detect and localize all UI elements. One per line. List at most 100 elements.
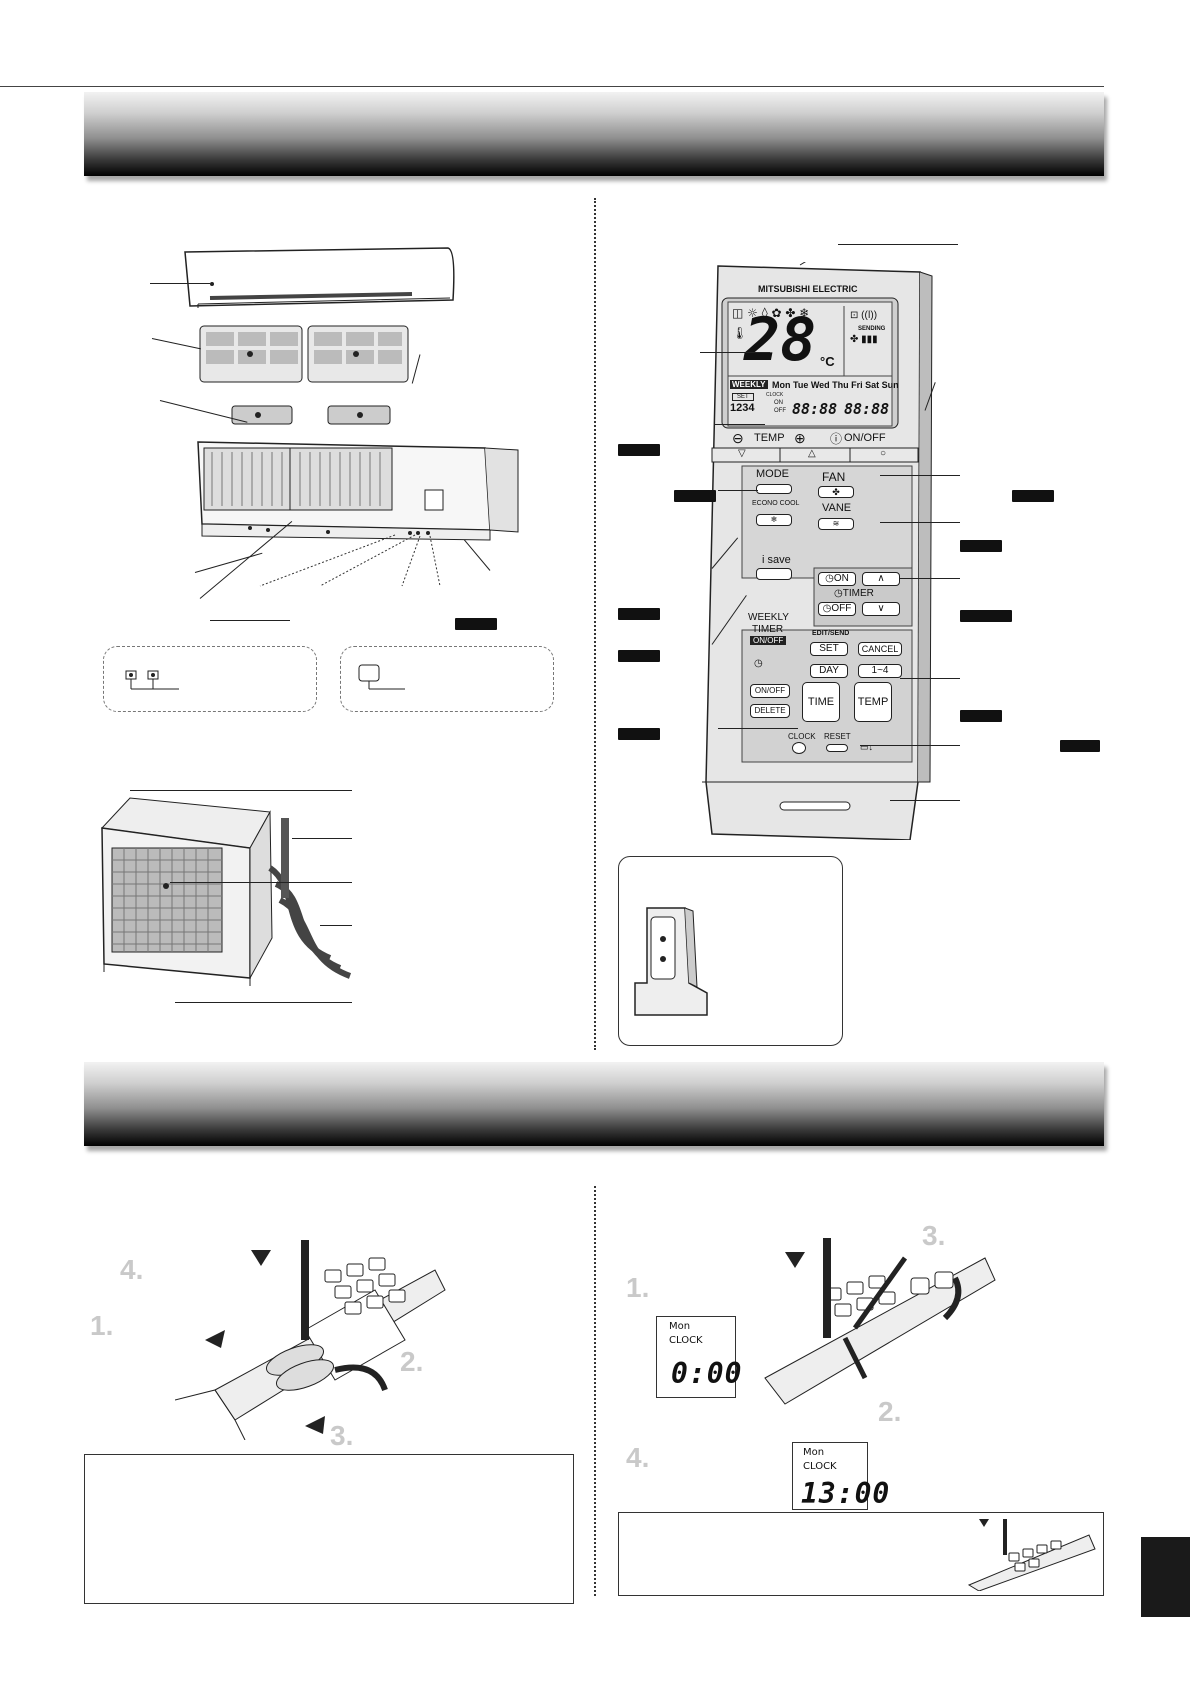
remote-holder-icon	[634, 907, 708, 1016]
temp-plus-icon: ⊕	[794, 430, 806, 446]
section-banner-parts	[84, 92, 1104, 176]
battery-step-2: 2.	[400, 1346, 424, 1377]
remote-tag-1	[618, 444, 660, 456]
battery-icon: ▭↓	[860, 742, 874, 752]
i-save-label: i save	[762, 554, 791, 566]
page-number-tab	[1141, 1537, 1190, 1617]
lcd-days: Mon Tue Wed Thu Fri Sat Sun	[772, 380, 899, 390]
battery-step-1: 1.	[90, 1310, 114, 1341]
lcd-day-label: Mon	[803, 1447, 825, 1458]
clock-step-3: 3.	[922, 1220, 946, 1251]
lcd-clock-blinking: Mon CLOCK 0:00	[656, 1316, 741, 1398]
temp-down-button[interactable]: ▽	[738, 448, 746, 459]
remote-tag-8	[960, 710, 1002, 722]
battery-note-box	[84, 1454, 574, 1604]
callout-reset	[860, 745, 960, 746]
callout-clock	[718, 728, 798, 729]
lcd-numbers: 1234	[730, 402, 755, 414]
battery-step-3: 3.	[330, 1420, 354, 1451]
lcd-on: ON	[774, 400, 783, 406]
callout-timer	[900, 578, 960, 579]
lcd-set: SET	[732, 393, 754, 401]
lcd-temp-unit: °C	[820, 354, 835, 369]
callout-mode	[718, 490, 758, 491]
lcd-weekly: WEEKLY	[730, 380, 768, 389]
indoor-label-tag	[455, 618, 497, 630]
fan-button[interactable]: ✤	[818, 486, 854, 498]
day-button[interactable]: DAY	[810, 664, 848, 678]
callout-fan	[880, 475, 960, 476]
lcd-off: OFF	[774, 408, 786, 414]
clock-icon: ◷	[754, 658, 763, 669]
timer-up-button[interactable]: ∧	[862, 572, 900, 586]
cancel-button[interactable]: CANCEL	[858, 642, 902, 656]
on-off-label: ON/OFF	[844, 432, 886, 444]
reset-button[interactable]	[826, 744, 848, 752]
vane-label: VANE	[822, 502, 852, 514]
lcd-time-1: 88:88	[792, 400, 838, 418]
fan-speed-icon: ✤ ▮▮▮	[850, 334, 878, 345]
timer-label: ◷TIMER	[834, 588, 874, 599]
callout-piping	[292, 838, 352, 839]
lcd-day-label: Mon	[669, 1321, 691, 1332]
clock-note-box	[618, 1512, 1104, 1596]
on-off-small-button[interactable]: ON/OFF	[750, 684, 790, 698]
clock-step-2: 2.	[878, 1396, 902, 1427]
lcd-temp: 28	[744, 305, 817, 375]
detail-box-indicators	[103, 646, 317, 712]
temp-up-button[interactable]: △	[808, 448, 816, 459]
callout-air-outlet	[170, 882, 352, 883]
callout-air-inlet	[130, 790, 352, 791]
callout-vane-r	[880, 522, 960, 523]
edit-send-label: EDIT/SEND	[812, 630, 850, 637]
vane-button[interactable]: ≋	[818, 518, 854, 530]
temp-small-button[interactable]: TEMP	[854, 682, 892, 722]
remote-holder-box	[618, 856, 843, 1046]
callout-drain-outlet	[175, 1002, 352, 1003]
mode-button[interactable]	[756, 484, 792, 494]
clock-step-4: 4.	[626, 1442, 650, 1473]
remote-tag-2	[674, 490, 716, 502]
temp-minus-icon: ⊖	[732, 430, 744, 446]
lcd-time-value: 0:00	[671, 1357, 743, 1390]
weekly-on-off-button[interactable]: ON/OFF	[750, 636, 787, 645]
callout-temp-buttons	[715, 424, 765, 425]
power-icon: ⓘ	[830, 432, 843, 446]
signal-icon: ⊡ ((ǀ))	[850, 310, 878, 321]
brand-label: MITSUBISHI ELECTRIC	[758, 284, 858, 294]
remote-tag-3	[1012, 490, 1054, 502]
callout-weekly	[900, 678, 960, 679]
timer-on-button[interactable]: ◷ON	[818, 572, 856, 586]
weekly-timer-label-1: WEEKLY	[748, 612, 789, 623]
one-to-four-button[interactable]: 1~4	[858, 664, 902, 678]
thermometer-icon: 🌡	[732, 326, 748, 340]
column-divider-top	[594, 198, 596, 1050]
battery-step-4: 4.	[120, 1254, 144, 1285]
outdoor-unit-illustration	[100, 797, 352, 986]
set-button[interactable]: SET	[810, 642, 848, 656]
clock-button[interactable]	[792, 742, 806, 754]
time-button[interactable]: TIME	[802, 682, 840, 722]
econo-cool-label: ECONO COOL	[752, 500, 800, 507]
mode-label: MODE	[756, 468, 789, 480]
header-rule	[0, 86, 1104, 87]
on-off-button[interactable]: ○	[880, 448, 887, 459]
lcd-mode-icons: ◫ ☼ ◊ ✿ ✤ ❄	[732, 306, 810, 320]
clock-setting-illustration	[764, 1238, 996, 1405]
remote-tag-9	[618, 728, 660, 740]
lcd-clock: CLOCK	[766, 392, 784, 398]
timer-down-button[interactable]: ∨	[862, 602, 900, 616]
i-save-button[interactable]	[756, 568, 792, 580]
callout-cover	[890, 800, 960, 801]
lcd-time-2: 88:88	[844, 400, 890, 418]
econo-cool-button[interactable]: ❄	[756, 514, 792, 526]
callout-display	[700, 352, 770, 353]
lcd-clock-label: CLOCK	[803, 1461, 837, 1472]
section-banner-battery	[84, 1062, 1104, 1146]
delete-button[interactable]: DELETE	[750, 704, 790, 718]
column-divider-bottom	[594, 1186, 596, 1596]
timer-off-button[interactable]: ◷OFF	[818, 602, 856, 616]
weekly-timer-label-2: TIMER	[752, 624, 784, 635]
fan-label: FAN	[822, 470, 846, 484]
temp-label: TEMP	[754, 432, 785, 444]
